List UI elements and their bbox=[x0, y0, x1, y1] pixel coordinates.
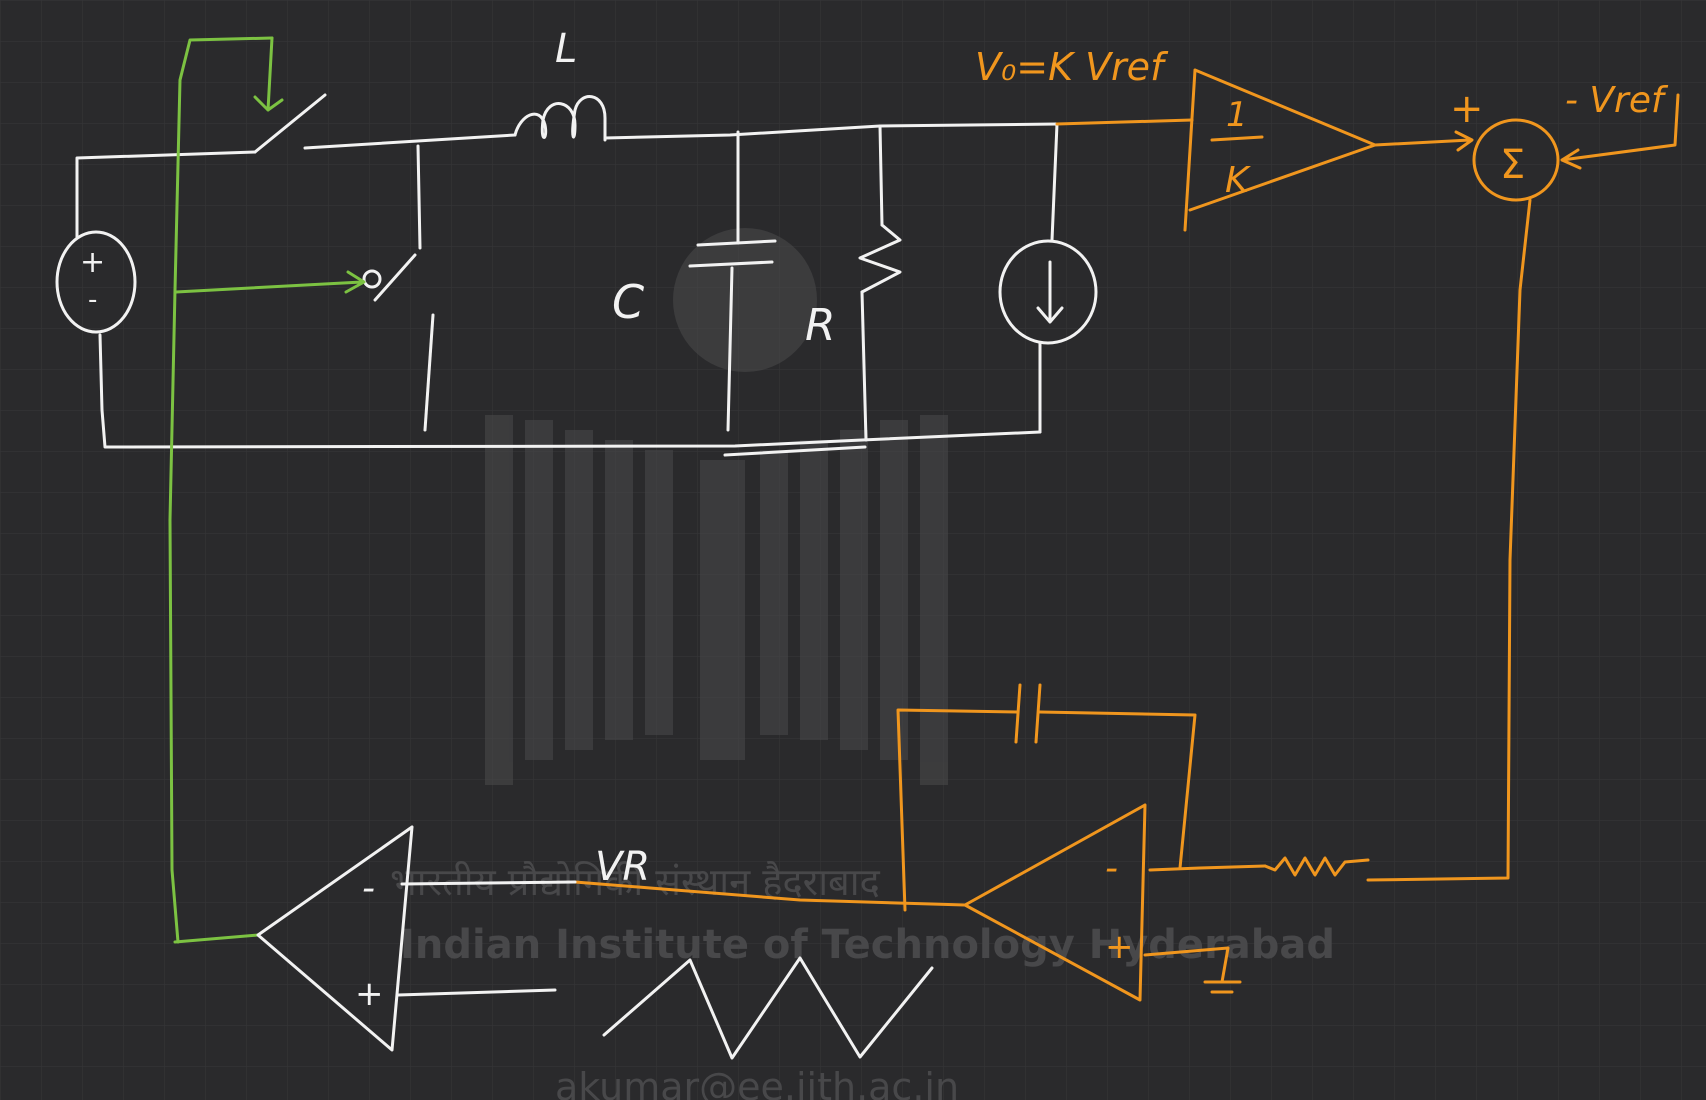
sum-ref-input-label: - Vref bbox=[1565, 80, 1669, 121]
inductor-label: L bbox=[555, 26, 577, 72]
gain-to-sum-wire bbox=[1373, 130, 1474, 152]
gate-to-comparator-wire bbox=[173, 933, 260, 944]
capacitor-plate-top bbox=[696, 239, 777, 247]
gate-drive bbox=[168, 36, 366, 944]
current-source-arrow bbox=[1036, 260, 1064, 324]
integrator-ground-wire bbox=[1143, 946, 1242, 994]
gate-main-wire bbox=[168, 36, 274, 944]
comparator-plus-sign: + bbox=[355, 974, 384, 1014]
bottom-bus-stroke bbox=[723, 445, 867, 457]
triangle-carrier-wave bbox=[602, 956, 934, 1060]
output-sense-wire bbox=[1055, 118, 1194, 126]
current-source-top-wire bbox=[1050, 122, 1059, 242]
watermark-english: Indian Institute of Technology Hyderabad bbox=[400, 922, 1335, 968]
pwm-comparator-stage: - + bbox=[256, 825, 934, 1060]
gain-numerator: 1 bbox=[1226, 95, 1248, 135]
pwm-comparator bbox=[256, 825, 414, 1052]
bottom-switch-terminal bbox=[362, 269, 382, 289]
gain-denominator: K bbox=[1225, 160, 1251, 201]
feedback-right-wire bbox=[1038, 710, 1197, 870]
comparator-minus-input-wire bbox=[400, 880, 577, 886]
feedback-left-wire bbox=[896, 708, 1020, 912]
top-switch bbox=[253, 93, 327, 154]
vr-wire bbox=[573, 880, 967, 907]
control-loop: V₀=K Vref 1 K Σ + - Vref - + VR bbox=[573, 45, 1680, 1002]
error-feedback-wire bbox=[1366, 198, 1532, 882]
output-equation-label: V₀=K Vref bbox=[975, 45, 1169, 89]
switch-to-inductor-wire bbox=[303, 133, 517, 150]
inductor-to-output-wire bbox=[603, 122, 1059, 140]
source-top-wire bbox=[75, 150, 257, 239]
diode-switch-upper-wire bbox=[416, 144, 422, 250]
integrator-minus-sign: - bbox=[1105, 848, 1118, 889]
source-bottom-wire bbox=[98, 333, 1042, 449]
sum-symbol: Σ bbox=[1500, 142, 1525, 188]
watermark-logo bbox=[485, 228, 948, 785]
summing-junction bbox=[1472, 118, 1560, 202]
integrator-input-wire bbox=[1148, 864, 1267, 872]
gate-top-arrow bbox=[253, 36, 284, 112]
capacitor-bottom-wire bbox=[726, 266, 734, 432]
power-stage: + - L C R bbox=[55, 26, 1098, 457]
current-source bbox=[998, 239, 1098, 345]
bottom-switch bbox=[373, 253, 417, 302]
gate-bottom-arrow bbox=[174, 270, 366, 294]
bottom-switch-lower-wire bbox=[423, 313, 435, 432]
integrator-opamp bbox=[963, 803, 1147, 1002]
source-plus-sign: + bbox=[80, 245, 105, 280]
gain-fraction-bar bbox=[1210, 135, 1264, 142]
integrator-resistor bbox=[1263, 856, 1370, 877]
inductor bbox=[513, 95, 607, 142]
capacitor-plate-bottom bbox=[688, 260, 774, 268]
integrator-plus-sign: + bbox=[1105, 927, 1134, 967]
resistor-top-wire bbox=[878, 124, 884, 227]
dc-voltage-source bbox=[55, 230, 137, 334]
resistor-label: R bbox=[805, 300, 836, 351]
resistor-bottom-wire bbox=[860, 290, 868, 442]
ref-input-wire bbox=[1560, 93, 1680, 170]
resistor bbox=[858, 223, 902, 294]
source-minus-sign: - bbox=[88, 285, 97, 315]
capacitor-label: C bbox=[612, 275, 644, 329]
comparator-plus-input-wire bbox=[396, 988, 557, 997]
watermark-email: akumar@ee.iith.ac.in bbox=[555, 1065, 959, 1100]
sum-plus-sign: + bbox=[1450, 86, 1484, 132]
comparator-minus-sign: - bbox=[362, 868, 375, 909]
vr-label: VR bbox=[595, 844, 650, 890]
